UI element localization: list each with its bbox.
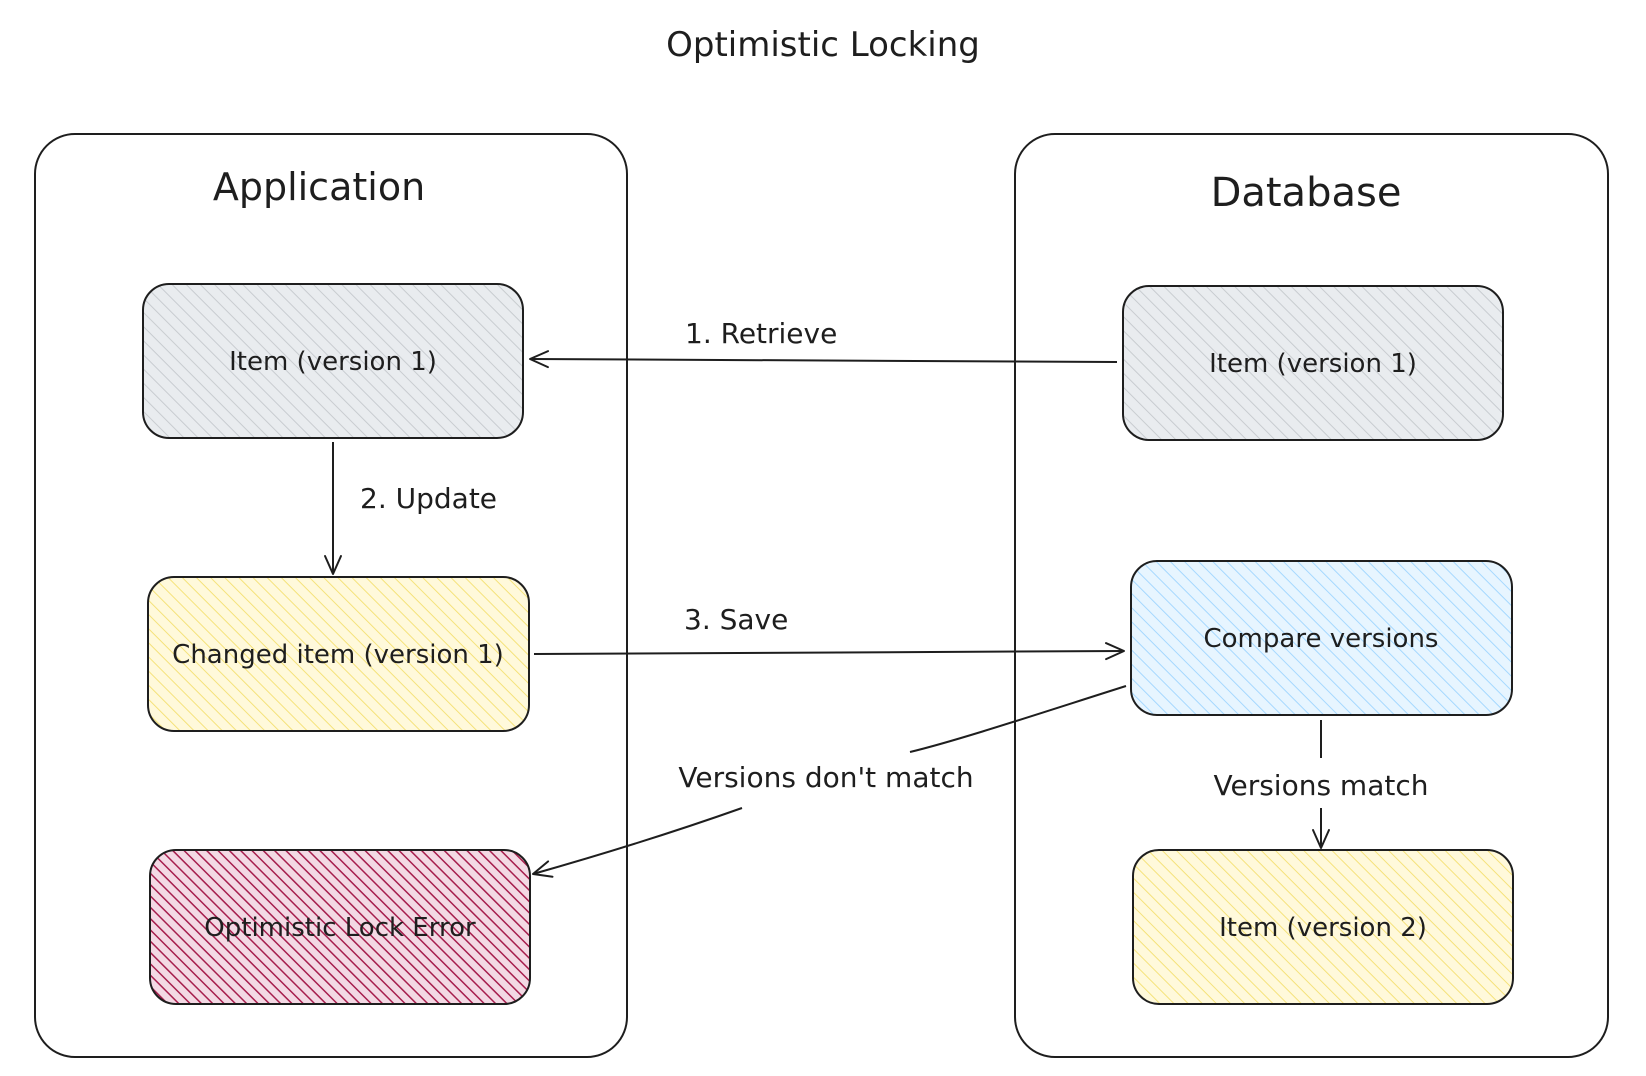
db-item-version-2-node: Item (version 2) xyxy=(1132,849,1514,1005)
db-item-version-2-label: Item (version 2) xyxy=(1219,913,1427,943)
database-container: Database xyxy=(1014,133,1609,1058)
app-item-node: Item (version 1) xyxy=(142,283,524,439)
app-changed-item-label: Changed item (version 1) xyxy=(172,640,504,670)
compare-versions-label: Compare versions xyxy=(1204,624,1439,654)
optimistic-lock-error-node: Optimistic Lock Error xyxy=(149,849,531,1005)
match-label: Versions match xyxy=(1213,769,1428,802)
mismatch-arrow: Versions don't match xyxy=(532,685,1127,878)
update-label: 2. Update xyxy=(360,482,497,515)
save-label: 3. Save xyxy=(684,603,788,636)
app-item-label: Item (version 1) xyxy=(229,347,437,377)
optimistic-lock-error-label: Optimistic Lock Error xyxy=(204,913,476,943)
application-label: Application xyxy=(213,165,425,209)
match-arrow: Versions match xyxy=(1213,720,1429,849)
db-item-node: Item (version 1) xyxy=(1122,285,1504,441)
mismatch-label: Versions don't match xyxy=(678,761,973,794)
retrieve-arrow: 1. Retrieve xyxy=(529,317,1118,369)
db-item-label: Item (version 1) xyxy=(1209,349,1417,379)
update-arrow: 2. Update xyxy=(324,441,497,575)
compare-versions-node: Compare versions xyxy=(1130,560,1513,716)
application-container: Application xyxy=(34,133,628,1058)
database-label: Database xyxy=(1211,170,1402,216)
save-arrow: 3. Save xyxy=(533,603,1125,661)
retrieve-label: 1. Retrieve xyxy=(685,317,837,350)
app-changed-item-node: Changed item (version 1) xyxy=(147,576,530,732)
diagram-title: Optimistic Locking xyxy=(666,25,980,65)
